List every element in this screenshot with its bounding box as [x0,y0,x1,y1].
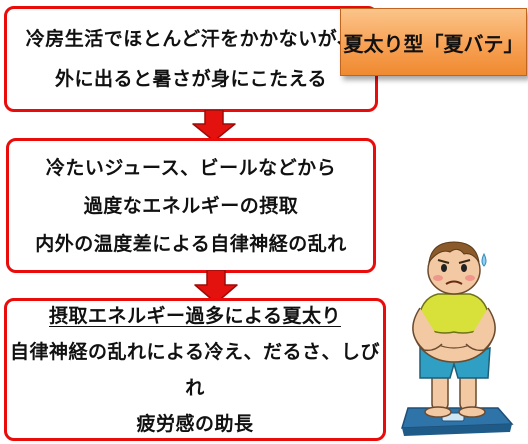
step-2-line-1: 冷たいジュース、ビールなどから [45,156,337,179]
step-2-line-3: 内外の温度差による自律神経の乱れ [35,232,347,255]
down-arrow-1 [192,110,236,142]
step-box-2: 冷たいジュース、ビールなどから 過度なエネルギーの摂取 内外の温度差による自律神… [6,138,376,273]
step-3-line-1: 摂取エネルギー過多による夏太り [49,304,341,327]
step-3-line-2: 自律神経の乱れによる冷え、だるさ、しびれ [10,340,380,399]
step-1-line-2: 外に出ると暑さが身にこたえる [54,68,328,90]
type-label-text: 夏太り型「夏バテ」 [343,31,524,56]
overweight-person-on-scale-illustration [400,241,514,436]
step-2-line-2: 過度なエネルギーの摂取 [83,194,299,217]
step-3-line-3: 疲労感の助長 [136,412,254,435]
down-arrow-2 [194,270,238,304]
bathroom-scale-icon [400,407,514,436]
type-label-tag: 夏太り型「夏バテ」 [340,8,527,76]
step-1-line-1: 冷房生活でほとんど汗をかかないが、 [25,28,357,50]
step-box-3: 摂取エネルギー過多による夏太り 自律神経の乱れによる冷え、だるさ、しびれ 疲労感… [4,298,386,441]
step-box-1: 冷房生活でほとんど汗をかかないが、 外に出ると暑さが身にこたえる [4,6,378,112]
